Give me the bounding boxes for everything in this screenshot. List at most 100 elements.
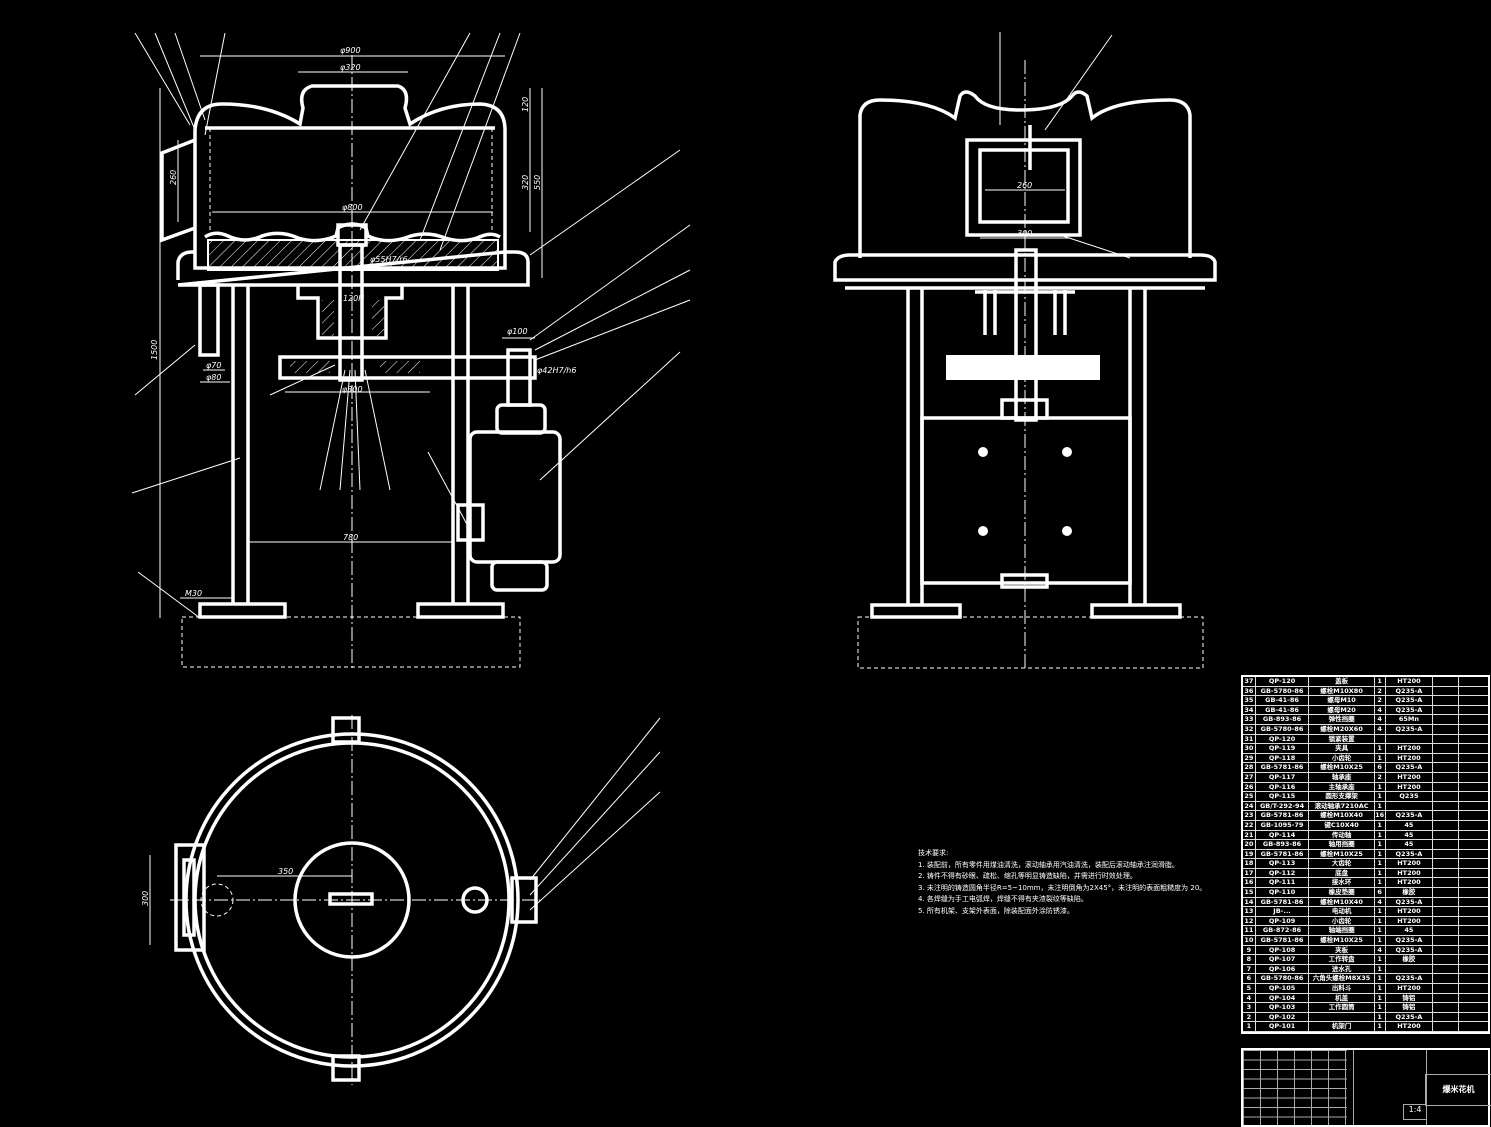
bom-name: 螺栓M10X40 xyxy=(1309,811,1375,820)
bom-material: Q235-A xyxy=(1386,811,1434,820)
bom-code: JB-... xyxy=(1256,907,1310,916)
bom-blank xyxy=(1433,993,1459,1003)
bom-blank xyxy=(1459,974,1488,983)
bom-material: Q235-A xyxy=(1386,696,1434,705)
bom-code: GB-5780-86 xyxy=(1256,724,1310,734)
bom-name: 主轴承座 xyxy=(1309,782,1375,792)
bom-blank xyxy=(1459,783,1488,792)
dim-diameter-70: φ70 xyxy=(206,361,221,370)
bom-name: 弹性挡圈 xyxy=(1309,715,1375,724)
bom-material: Q235-A xyxy=(1386,849,1434,859)
bom-blank xyxy=(1433,1022,1459,1031)
dim-diameter-320: φ320 xyxy=(340,63,361,72)
bom-code: GB-5781-86 xyxy=(1256,897,1310,907)
bom-name: 盖板 xyxy=(1309,677,1375,686)
bom-blank xyxy=(1433,782,1459,792)
bom-name: 出料斗 xyxy=(1309,984,1375,993)
bom-blank xyxy=(1459,907,1488,916)
bom-blank xyxy=(1459,878,1488,887)
bom-blank xyxy=(1459,792,1488,801)
dim-diameter-800: φ800 xyxy=(342,203,363,212)
side-view: 260 300 xyxy=(833,32,1217,670)
bom-code: GB-5781-86 xyxy=(1256,811,1310,820)
note-item: 4. 各焊缝为手工电弧焊，焊缝不得有夹渣裂纹等缺陷。 xyxy=(918,895,1088,903)
bom-number: 11 xyxy=(1243,926,1256,936)
bom-blank xyxy=(1459,677,1488,686)
bom-code: QP-108 xyxy=(1256,945,1310,955)
bom-qty: 6 xyxy=(1375,888,1386,897)
bom-qty: 2 xyxy=(1375,772,1386,782)
note-item: 5. 所有机架、支架外表面，除装配面外涂防锈漆。 xyxy=(918,906,1074,915)
bom-qty: 4 xyxy=(1375,945,1386,955)
bom-blank xyxy=(1433,945,1459,955)
bom-qty: 4 xyxy=(1375,897,1386,907)
bom-name: 接水环 xyxy=(1309,878,1375,888)
bom-number: 26 xyxy=(1243,782,1256,792)
bom-material: 橡胶 xyxy=(1386,955,1434,964)
bom-blank xyxy=(1459,687,1488,696)
bom-name: 进水孔 xyxy=(1309,964,1375,974)
bom-qty: 6 xyxy=(1375,763,1386,772)
bom-number: 30 xyxy=(1243,744,1256,753)
bom-blank xyxy=(1459,984,1488,993)
dim-fit-55: φ55H7/r6 xyxy=(370,255,408,264)
bom-blank xyxy=(1433,753,1459,763)
bom-number: 31 xyxy=(1243,734,1256,744)
bom-material: 45 xyxy=(1386,830,1434,840)
bom-number: 24 xyxy=(1243,801,1256,811)
note-item: 1. 装配前，所有零件用煤油清洗，滚动轴承用汽油清洗，装配后滚动轴承注润滑脂。 xyxy=(918,860,1179,869)
bom-blank xyxy=(1459,869,1488,878)
bom-material: 45 xyxy=(1386,840,1434,849)
bom-name: 大齿轮 xyxy=(1309,859,1375,868)
bom-blank xyxy=(1433,849,1459,859)
bom-code: QP-112 xyxy=(1256,868,1310,878)
bom-code: QP-109 xyxy=(1256,916,1310,926)
bom-blank xyxy=(1433,840,1459,849)
bom-code: QP-113 xyxy=(1256,859,1310,868)
bom-qty: 4 xyxy=(1375,715,1386,724)
bom-code: GB-872-86 xyxy=(1256,926,1310,936)
bom-name: 螺栓M10X40 xyxy=(1309,897,1375,907)
bom-qty: 1 xyxy=(1375,878,1386,888)
bom-material xyxy=(1386,964,1434,974)
bom-code: QP-103 xyxy=(1256,1003,1310,1012)
bom-code: GB-1095-79 xyxy=(1256,820,1310,830)
bom-number: 29 xyxy=(1243,753,1256,763)
bom-blank xyxy=(1459,715,1488,724)
bom-qty: 1 xyxy=(1375,840,1386,849)
bom-name: 轴承座 xyxy=(1309,772,1375,782)
bom-blank xyxy=(1459,802,1488,811)
bom-code: GB-893-86 xyxy=(1256,840,1310,849)
bom-blank xyxy=(1433,705,1459,715)
bom-material: 铸铝 xyxy=(1386,993,1434,1003)
bom-blank xyxy=(1433,696,1459,705)
bom-code: GB-5780-86 xyxy=(1256,974,1310,983)
bom-number: 9 xyxy=(1243,945,1256,955)
bom-name: 轴端挡圈 xyxy=(1309,926,1375,936)
bom-blank xyxy=(1433,686,1459,696)
bom-blank xyxy=(1459,859,1488,868)
bom-blank xyxy=(1459,773,1488,782)
bom-blank xyxy=(1459,926,1488,935)
bom-qty: 1 xyxy=(1375,830,1386,840)
bom-number: 32 xyxy=(1243,724,1256,734)
bom-material: Q235-A xyxy=(1386,763,1434,772)
bom-blank xyxy=(1459,735,1488,744)
bom-number: 18 xyxy=(1243,859,1256,868)
bom-blank xyxy=(1459,1022,1488,1031)
dim-top-350: 350 xyxy=(278,867,293,876)
